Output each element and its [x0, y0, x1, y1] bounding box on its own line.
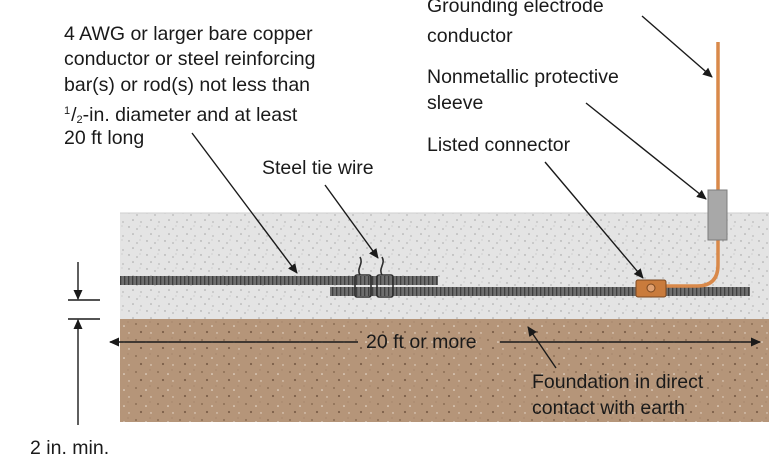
conductor-label-line4-rest: -in. diameter and at least — [82, 104, 298, 126]
conductor-label-line2: conductor or steel reinforcing — [64, 48, 316, 70]
listed-connector — [635, 279, 667, 298]
fraction-numerator: 1 — [64, 105, 71, 117]
nonmetallic-sleeve — [707, 189, 728, 241]
depth-dimension — [68, 262, 100, 425]
foundation-label-line1: Foundation in direct — [532, 371, 704, 393]
connector-leader — [544, 161, 644, 279]
length-dimension-label: 20 ft or more — [366, 331, 477, 353]
conductor-label-line3: bar(s) or rod(s) not less than — [64, 74, 311, 96]
conductor-label-line1: 4 AWG or larger bare copper — [64, 23, 313, 45]
grounding-electrode-label-line1: Grounding electrode — [427, 0, 604, 17]
min-depth-label: 2 in. min. — [30, 437, 110, 459]
steel-tie-wire — [354, 256, 394, 298]
steel-tie-wire-label: Steel tie wire — [262, 157, 374, 179]
upper-rebar — [120, 276, 438, 285]
foundation-label-line2: contact with earth — [532, 397, 685, 419]
foundation-leader — [527, 326, 557, 369]
conductor-leader — [191, 132, 298, 274]
fraction-denominator: 2 — [76, 114, 83, 126]
grounding-electrode-label-line2: conductor — [427, 25, 513, 47]
sleeve-label-line2: sleeve — [427, 92, 484, 114]
tie-wire-leader — [324, 184, 379, 259]
sleeve-leader — [585, 102, 707, 200]
listed-connector-label: Listed connector — [427, 134, 571, 156]
lower-rebar — [330, 287, 750, 296]
earth-layer — [120, 319, 769, 422]
grounding-conductor-leader — [641, 15, 713, 78]
concrete-foundation — [120, 212, 769, 319]
conductor-label-line4: 1/2-in. diameter and at least — [64, 104, 298, 126]
grounding-electrode-conductor — [640, 42, 720, 288]
sleeve-label-line1: Nonmetallic protective — [427, 66, 619, 88]
conductor-label-line5: 20 ft long — [64, 127, 145, 149]
